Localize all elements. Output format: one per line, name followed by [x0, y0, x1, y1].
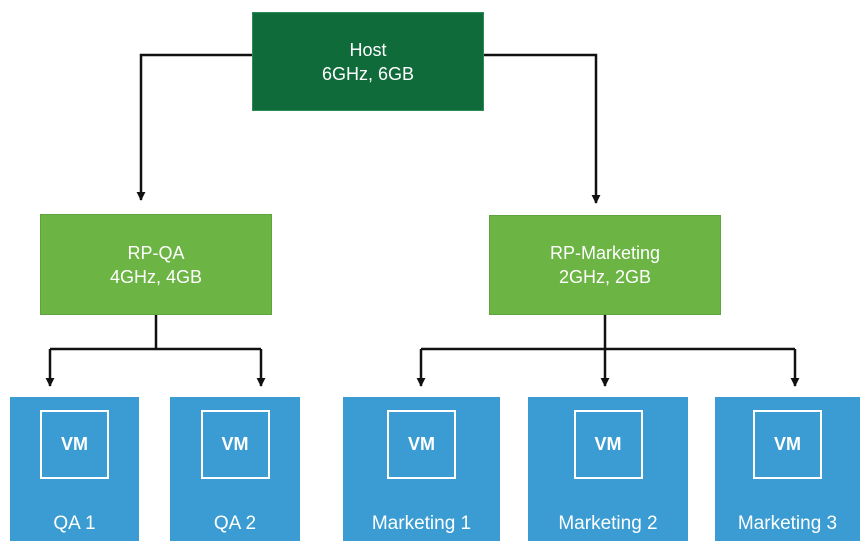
vm-icon-label: VM: [774, 434, 801, 454]
vm-icon: VM: [573, 410, 643, 479]
vm-qa-2: VM QA 2: [170, 397, 300, 541]
pool-name: RP-QA: [127, 242, 185, 263]
host-name: Host: [349, 39, 387, 60]
vm-icon-label: VM: [408, 434, 435, 454]
connector-host-to-rp-qa: [136, 53, 252, 201]
host-capacity: 6GHz, 6GB: [321, 63, 415, 84]
connector-host-to-rp-marketing: [484, 53, 601, 204]
vm-icon-label: VM: [594, 434, 622, 454]
vm-icon: VM: [753, 410, 822, 479]
vm-qa-1: VM QA 1: [10, 397, 139, 541]
vm-name: QA 1: [53, 513, 96, 534]
pool-capacity: 4GHz, 4GB: [109, 266, 203, 287]
pool-name: RP-Marketing: [549, 243, 661, 263]
host-node: Host 6GHz, 6GB: [252, 12, 484, 111]
connector-rp-marketing-trunk: [421, 315, 795, 351]
resource-pool-rp-marketing: RP-Marketing 2GHz, 2GB: [489, 215, 721, 315]
vm-marketing-1: VM Marketing 1: [343, 397, 500, 541]
vm-marketing-2: VM Marketing 2: [528, 397, 688, 541]
vm-icon: VM: [200, 410, 270, 479]
vm-icon: VM: [40, 410, 109, 479]
vm-icon-label: VM: [221, 434, 249, 454]
vm-marketing-3: VM Marketing 3: [715, 397, 860, 541]
vm-name: Marketing 2: [558, 513, 658, 534]
vm-name: QA 2: [213, 513, 257, 534]
resource-pool-rp-qa: RP-QA 4GHz, 4GB: [40, 214, 272, 315]
vm-name: Marketing 3: [737, 513, 838, 534]
connector-rp-qa-trunk: [50, 315, 261, 351]
vm-icon: VM: [387, 410, 456, 479]
vm-name: Marketing 1: [371, 513, 472, 534]
vm-icon-label: VM: [61, 434, 88, 454]
pool-capacity: 2GHz, 2GB: [558, 267, 652, 287]
